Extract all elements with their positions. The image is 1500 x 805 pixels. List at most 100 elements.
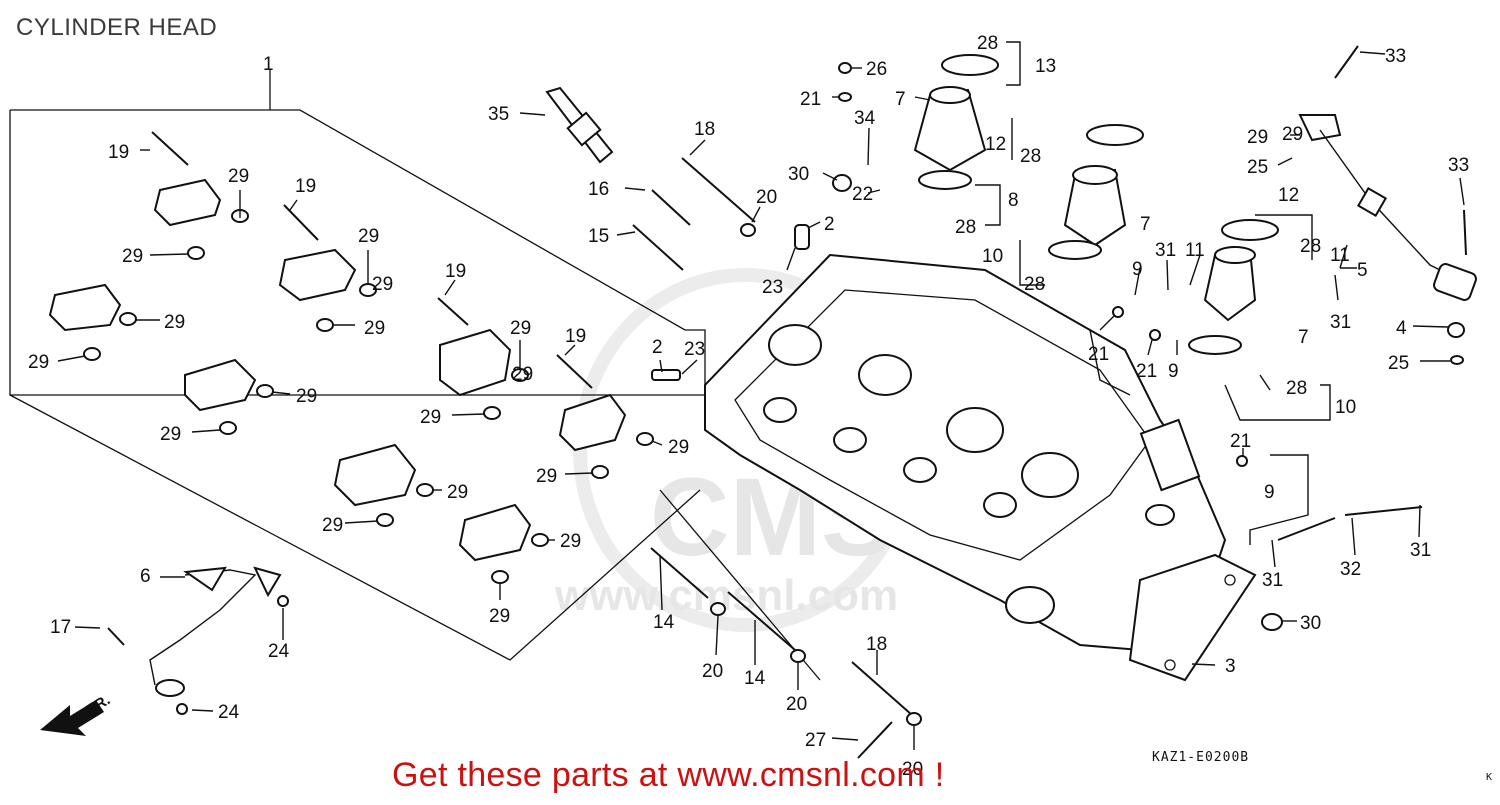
callout-label: 29 <box>164 312 185 333</box>
washers <box>651 62 1465 726</box>
callout-label: 12 <box>1278 185 1299 206</box>
callout-label: 7 <box>1298 327 1309 348</box>
promo-link[interactable]: Get these parts at www.cmsnl.com ! <box>392 756 945 794</box>
callout-label: 29 <box>358 226 379 247</box>
drawing-code: KAZ1-E0200B <box>1152 750 1250 765</box>
callout-label: 23 <box>762 277 783 298</box>
callout-label: 33 <box>1385 46 1406 67</box>
callout-labels: 1 19 29 19 29 29 29 29 29 29 29 19 29 29… <box>28 33 1469 780</box>
callout-label: 22 <box>852 184 873 205</box>
callout-label: 3 <box>1225 656 1236 677</box>
callout-label: 29 <box>322 515 343 536</box>
callout-label: 29 <box>296 386 317 407</box>
callout-label: 29 <box>668 437 689 458</box>
callout-label: 17 <box>50 617 71 638</box>
callout-label: 35 <box>488 104 509 125</box>
callout-label: 11 <box>1330 245 1350 266</box>
callout-label: 31 <box>1330 312 1351 333</box>
callout-label: 29 <box>420 407 441 428</box>
callout-label: 9 <box>1132 259 1143 280</box>
oil-pipe-bracket <box>149 566 289 715</box>
callout-label: 21 <box>1088 344 1109 365</box>
diagram-title: CYLINDER HEAD <box>16 14 218 41</box>
insulator-rubbers <box>913 54 1279 355</box>
callout-label: 29 <box>512 364 533 385</box>
callout-label: 29 <box>228 166 249 187</box>
callout-label: 25 <box>1247 157 1268 178</box>
callout-label: 11 <box>1185 240 1205 261</box>
callout-label: 20 <box>702 661 723 682</box>
callout-label: 14 <box>653 612 675 633</box>
head-gasket <box>1128 553 1257 682</box>
callout-label: 8 <box>1008 190 1019 211</box>
watermark: CMS www.cmsnl.com <box>554 268 917 632</box>
callout-label: 13 <box>1035 56 1056 77</box>
callout-label: 29 <box>122 246 143 267</box>
corner-mark: K <box>1486 772 1493 783</box>
leader-lines <box>57 51 1465 750</box>
callout-label: 29 <box>1282 124 1303 145</box>
callout-label: 29 <box>372 274 393 295</box>
callout-label: 19 <box>108 142 129 163</box>
callout-label: 2 <box>824 214 835 235</box>
callout-label: 20 <box>756 187 777 208</box>
callout-label: 28 <box>1024 274 1045 295</box>
bolts <box>107 45 1467 759</box>
callout-label: 25 <box>1388 353 1409 374</box>
callout-label: 18 <box>866 634 887 655</box>
callout-label: 18 <box>694 119 715 140</box>
callout-label: 31 <box>1155 240 1176 261</box>
callout-label: 28 <box>977 33 998 54</box>
callout-label: 29 <box>560 531 581 552</box>
callout-label: 14 <box>744 668 766 689</box>
callout-label: 30 <box>788 164 809 185</box>
callout-label: 16 <box>588 179 609 200</box>
callout-label: 29 <box>160 424 181 445</box>
callout-label: 28 <box>1300 236 1321 257</box>
callout-label: 24 <box>268 641 290 662</box>
callout-label: 23 <box>684 339 705 360</box>
callout-label: 28 <box>1020 146 1041 167</box>
callout-label: 28 <box>1286 378 1307 399</box>
callout-label: 32 <box>1340 559 1361 580</box>
callout-label: 29 <box>536 466 557 487</box>
callout-label: 9 <box>1264 482 1275 503</box>
callout-label: 21 <box>1136 361 1157 382</box>
callout-label: 28 <box>955 217 976 238</box>
callout-label: 27 <box>805 730 826 751</box>
callout-label: 1 <box>263 54 274 75</box>
callout-label: 6 <box>140 566 151 587</box>
callout-label: 19 <box>445 261 466 282</box>
callout-label: 29 <box>28 352 49 373</box>
callout-label: 20 <box>902 759 923 780</box>
callout-label: 4 <box>1396 318 1407 339</box>
callout-label: 10 <box>1335 397 1356 418</box>
callout-label: 19 <box>295 176 316 197</box>
callout-label: 5 <box>1357 260 1368 281</box>
callout-label: 12 <box>985 134 1006 155</box>
callout-label: 21 <box>1230 431 1251 452</box>
callout-label: 29 <box>364 318 385 339</box>
watermark-url: www.cmsnl.com <box>554 571 898 620</box>
callout-label: 33 <box>1448 155 1469 176</box>
callout-label: 20 <box>786 694 807 715</box>
callout-label: 7 <box>895 89 906 110</box>
callout-label: 29 <box>489 606 510 627</box>
callout-label: 34 <box>854 108 876 129</box>
breather-pipe <box>1298 114 1477 301</box>
callout-label: 10 <box>982 246 1003 267</box>
callout-label: 9 <box>1168 361 1179 382</box>
callout-label: 15 <box>588 226 609 247</box>
camshaft-holders <box>48 178 627 562</box>
callout-label: 30 <box>1300 613 1321 634</box>
callout-label: 29 <box>447 482 468 503</box>
callout-label: 31 <box>1410 540 1431 561</box>
callout-label: 21 <box>800 89 821 110</box>
callout-label: 29 <box>1247 127 1268 148</box>
callout-label: 26 <box>866 59 887 80</box>
spark-plug <box>545 86 614 164</box>
callout-label: 31 <box>1262 570 1283 591</box>
callout-label: 29 <box>510 318 531 339</box>
front-direction-arrow: FR. <box>40 691 113 736</box>
